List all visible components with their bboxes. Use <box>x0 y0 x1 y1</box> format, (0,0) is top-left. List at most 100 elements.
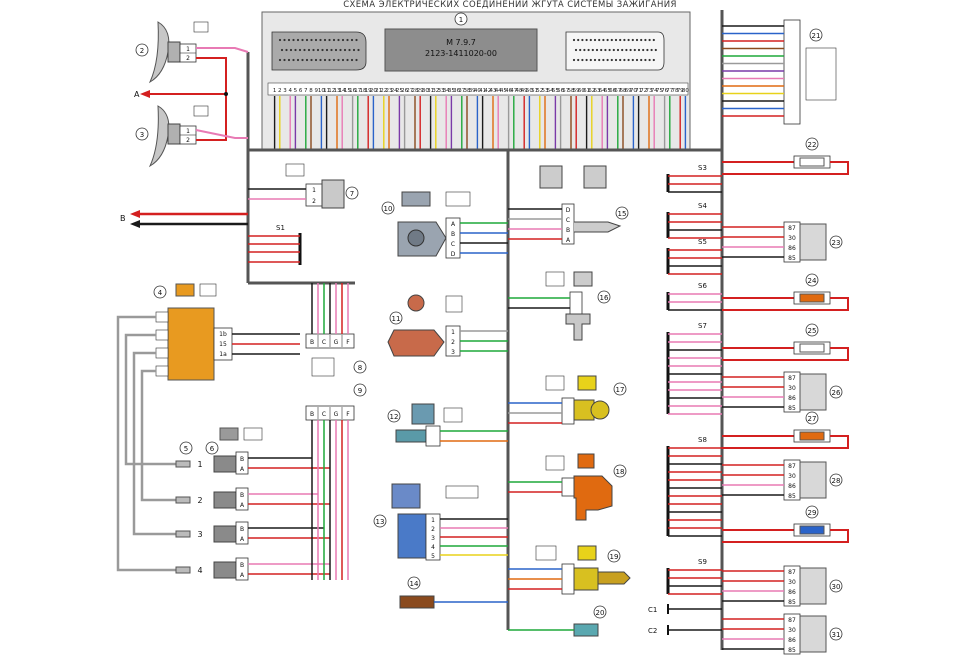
pin-2: 2 <box>431 526 435 533</box>
ecu-pin-72: 72 <box>640 88 647 94</box>
svg-text:5: 5 <box>184 445 188 453</box>
inj-pin-a: A <box>240 466 245 473</box>
fuses-and-relays: 2287308685232425873086852627873086852829… <box>722 137 849 655</box>
svg-text:7: 7 <box>350 190 354 198</box>
ecu-pin-19: 19 <box>365 88 372 94</box>
inj-pin-b: B <box>240 456 244 463</box>
relay-pin-30: 30 <box>788 385 796 392</box>
ecu-pin-25: 25 <box>396 88 403 94</box>
svg-text:15: 15 <box>618 210 627 218</box>
ecu-pin-44: 44 <box>495 88 502 94</box>
ecu-pin-59: 59 <box>573 88 580 94</box>
svg-text:1b: 1b <box>219 331 227 338</box>
component-26: 26 <box>832 389 841 397</box>
ecu-pin-70: 70 <box>630 88 637 94</box>
svg-text:11: 11 <box>392 315 401 323</box>
pin-G: G <box>334 411 339 418</box>
ecu-pin-22: 22 <box>380 88 387 94</box>
relay-pin-86: 86 <box>788 395 796 402</box>
svg-text:10: 10 <box>384 205 393 213</box>
svg-text:2: 2 <box>140 47 144 55</box>
cylinder-number: 1 <box>197 460 202 469</box>
ecu-pin-26: 26 <box>401 88 408 94</box>
inj-pin-a: A <box>240 572 245 579</box>
ecu-pin-56: 56 <box>557 88 564 94</box>
terminal-b: B <box>120 210 248 228</box>
cylinder-number: 3 <box>197 530 202 539</box>
relay <box>799 223 827 261</box>
relay-pin-30: 30 <box>788 627 796 634</box>
svg-text:6: 6 <box>210 445 215 453</box>
ecu-pin-36: 36 <box>453 88 460 94</box>
pin-3: 3 <box>451 349 455 356</box>
pin-2: 2 <box>451 339 455 346</box>
ecu-pin-15: 15 <box>344 88 351 94</box>
pin-4: 4 <box>431 544 435 551</box>
component-16: 16 <box>508 271 611 341</box>
relay-pin-86: 86 <box>788 637 796 644</box>
terminal-a-label: A <box>134 90 140 99</box>
svg-text:16: 16 <box>600 294 609 302</box>
ecu-pin-46: 46 <box>505 88 512 94</box>
ecu-pin-30: 30 <box>422 88 429 94</box>
pin-D: D <box>566 207 571 214</box>
ecu-pin-21: 21 <box>375 88 382 94</box>
component-31: 31 <box>832 631 841 639</box>
svg-text:1: 1 <box>186 128 190 135</box>
pin-C: C <box>322 411 326 418</box>
component-21: 21 <box>722 19 837 125</box>
relay-pin-85: 85 <box>788 255 796 262</box>
ecu-pin-13: 13 <box>334 88 341 94</box>
pin-G: G <box>334 339 339 346</box>
inj-pin-b: B <box>240 492 244 499</box>
ecu-pin-77: 77 <box>666 88 673 94</box>
pin-B: B <box>566 227 570 234</box>
ecu-pin-27: 27 <box>406 88 413 94</box>
relay <box>799 615 827 653</box>
relay-pin-85: 85 <box>788 405 796 412</box>
relay-pin-87: 87 <box>788 225 796 232</box>
ecu-pin-6: 6 <box>299 88 303 94</box>
component-17: 17 <box>508 375 627 425</box>
ecu-pin-63: 63 <box>594 88 601 94</box>
svg-text:19: 19 <box>610 553 619 561</box>
ecu-pin-28: 28 <box>412 88 419 94</box>
relay-pin-86: 86 <box>788 483 796 490</box>
svg-text:2: 2 <box>186 55 190 62</box>
ecu-pin-75: 75 <box>656 88 663 94</box>
splice-s6: S6 <box>698 282 707 290</box>
ecu-pin-45: 45 <box>500 88 507 94</box>
relay-pin-85: 85 <box>788 647 796 654</box>
ecu-pin-24: 24 <box>391 88 398 94</box>
component-19: 19 <box>508 545 631 595</box>
ecu-pin-4: 4 <box>288 88 292 94</box>
svg-text:15: 15 <box>219 341 227 348</box>
ecu-pin-43: 43 <box>490 88 497 94</box>
svg-text:C2: C2 <box>648 627 657 635</box>
ecu-pin-34: 34 <box>443 88 450 94</box>
pin-1: 1 <box>451 329 455 336</box>
ecu-pin-9: 9 <box>314 88 318 94</box>
ecu-pin-41: 41 <box>479 88 486 94</box>
svg-text:2: 2 <box>186 137 190 144</box>
ecu-pin-60: 60 <box>578 88 585 94</box>
relay-pin-30: 30 <box>788 235 796 242</box>
ecu-pin-47: 47 <box>510 88 517 94</box>
splice-s3: S3 <box>698 164 707 172</box>
ecu-pin-73: 73 <box>646 88 653 94</box>
relay <box>799 373 827 411</box>
svg-text:9: 9 <box>358 387 362 395</box>
pin-A: A <box>451 221 456 228</box>
ecu-pin-29: 29 <box>417 88 424 94</box>
ecu-pin-2: 2 <box>278 88 282 94</box>
ecu-pin-65: 65 <box>604 88 611 94</box>
component-24: 24 <box>808 277 817 285</box>
relay-pin-87: 87 <box>788 463 796 470</box>
component-29: 29 <box>808 509 817 517</box>
ecu-pin-76: 76 <box>661 88 668 94</box>
ecu-pin-31: 31 <box>427 88 434 94</box>
svg-text:4: 4 <box>158 289 163 297</box>
